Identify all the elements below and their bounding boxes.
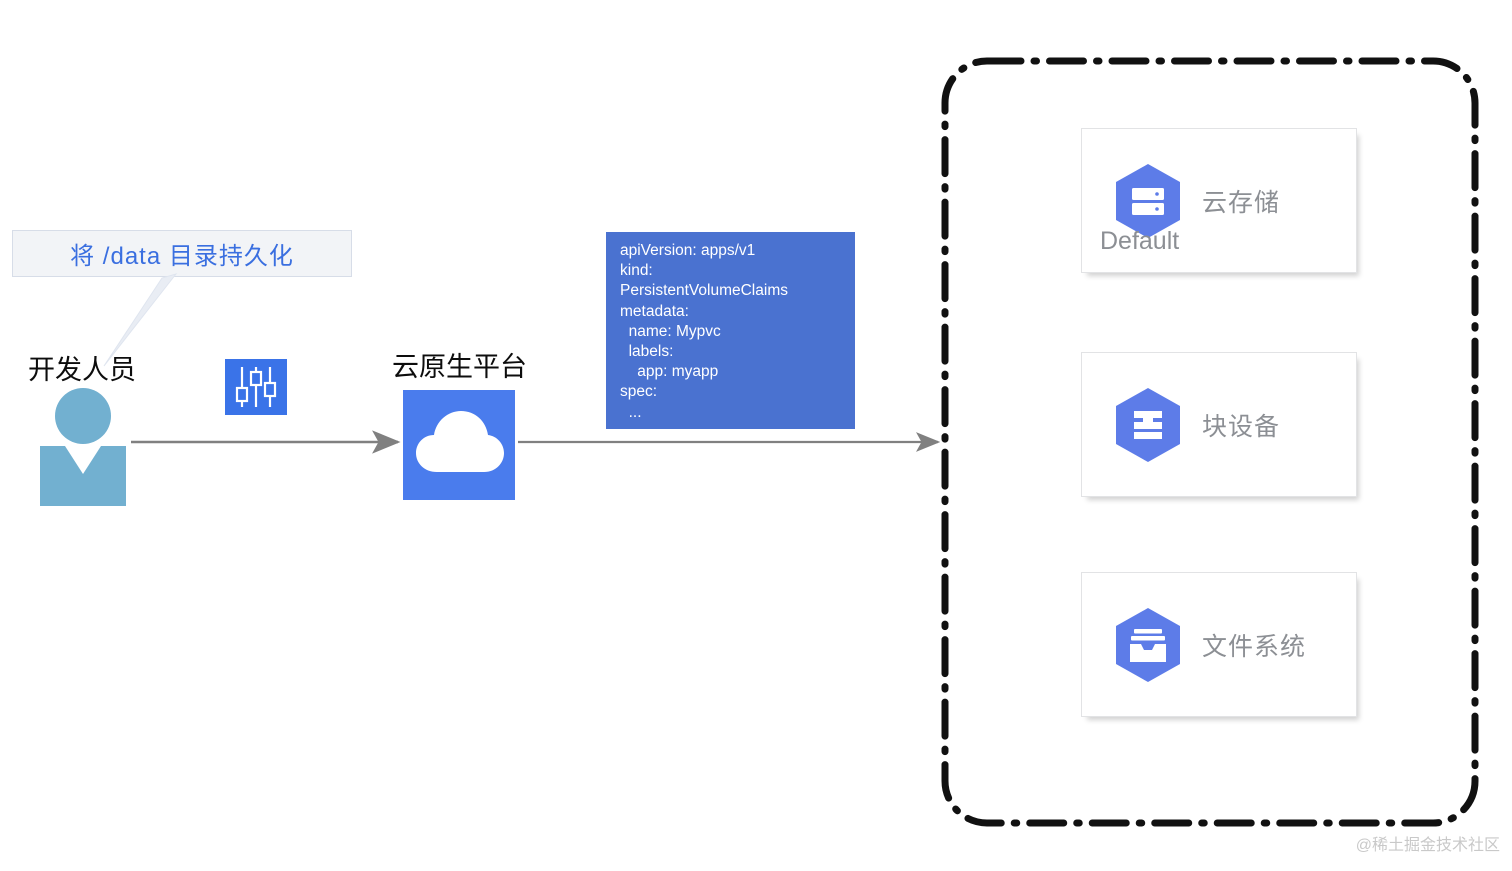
- yaml-code-block: apiVersion: apps/v1 kind: PersistentVolu…: [606, 232, 855, 429]
- sliders-icon: [225, 359, 287, 415]
- filestore-hexagon-icon: [1116, 608, 1180, 682]
- watermark: @稀土掘金技术社区: [1355, 837, 1500, 854]
- yaml-line: metadata:: [620, 302, 689, 320]
- cloud-icon: [403, 390, 515, 500]
- yaml-line: PersistentVolumeClaims: [620, 282, 788, 300]
- cloud-storage-hexagon-icon: [1116, 164, 1180, 238]
- developer-label: 开发人员: [28, 355, 136, 385]
- storage-card-title: 文件系统: [1202, 632, 1307, 661]
- storage-card-title: 块设备: [1202, 412, 1281, 441]
- storage-card-title: 云存储: [1202, 188, 1281, 217]
- yaml-line: spec:: [620, 383, 658, 401]
- block-storage-hexagon-icon: [1116, 388, 1180, 462]
- callout-text: 将 /data 目录持久化: [70, 243, 294, 270]
- callout-tail: [103, 273, 178, 367]
- storage-group-border: [941, 57, 1479, 827]
- person-icon: [40, 388, 126, 506]
- callout-box: 将 /data 目录持久化: [12, 230, 352, 277]
- storage-card-file-system[interactable]: 文件系统: [1081, 572, 1357, 717]
- storage-card-block-device[interactable]: 块设备: [1081, 352, 1357, 497]
- yaml-line: ...: [620, 403, 642, 421]
- yaml-line: apiVersion: apps/v1: [620, 242, 756, 259]
- platform-label: 云原生平台: [392, 352, 527, 382]
- yaml-line: kind:: [620, 262, 653, 280]
- yaml-line: labels:: [620, 343, 674, 361]
- storage-card-subtitle: Default: [1100, 227, 1180, 255]
- yaml-line: app: myapp: [620, 363, 719, 381]
- yaml-line: name: Mypvc: [620, 322, 721, 340]
- storage-card-cloud-storage[interactable]: Default 云存储: [1081, 128, 1357, 273]
